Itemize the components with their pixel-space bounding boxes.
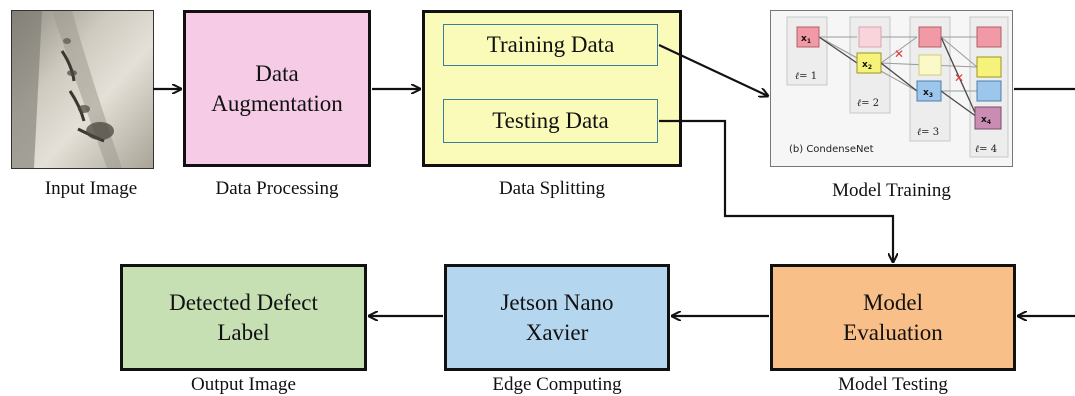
edge-computing-caption: Edge Computing: [492, 374, 622, 395]
condensenet-diagram: ✕ ✕ x1 x2 x3 x4 ℓ= 1 ℓ= 2 ℓ= 3 ℓ= 4 (b) …: [786, 16, 1009, 158]
svg-text:ℓ= 1: ℓ= 1: [795, 71, 817, 82]
edge-line2: Xavier: [525, 319, 589, 345]
data-augmentation-line1: Data: [255, 60, 299, 86]
data-augmentation-line2: Augmentation: [211, 90, 343, 116]
svg-text:x4: x4: [981, 115, 991, 126]
condensenet-figure: ✕ ✕ x1 x2 x3 x4 ℓ= 1 ℓ= 2 ℓ= 3 ℓ= 4 (b) …: [770, 10, 1013, 167]
evaluation-line2: Evaluation: [843, 319, 943, 345]
detected-defect-label-box: Detected Defect Label: [120, 264, 367, 371]
svg-text:x1: x1: [801, 34, 811, 45]
svg-text:✕: ✕: [954, 71, 964, 85]
model-evaluation-box: Model Evaluation: [770, 264, 1016, 371]
data-augmentation-box: Data Augmentation: [183, 10, 371, 167]
svg-text:ℓ= 3: ℓ= 3: [917, 127, 939, 138]
training-data-box: Training Data: [443, 24, 658, 66]
svg-text:x3: x3: [923, 88, 933, 99]
testing-data-box: Testing Data: [443, 99, 658, 143]
evaluation-line1: Model: [862, 289, 924, 315]
output-line1: Detected Defect: [169, 289, 318, 315]
input-image: [11, 10, 154, 169]
svg-text:✕: ✕: [894, 47, 904, 61]
edge-line1: Jetson Nano: [500, 289, 614, 315]
model-training-caption: Model Training: [832, 180, 951, 201]
svg-text:x2: x2: [862, 60, 872, 71]
crack-photo-graphic: [12, 11, 153, 168]
arrow-training-to-model: [658, 44, 768, 96]
arrow-testing-to-evaluation: [659, 119, 893, 262]
data-splitting-caption: Data Splitting: [498, 178, 606, 199]
model-testing-caption: Model Testing: [838, 374, 948, 395]
svg-text:ℓ= 4: ℓ= 4: [975, 144, 997, 155]
condensenet-label: (b) CondenseNet: [789, 144, 874, 155]
output-image-caption: Output Image: [190, 374, 296, 395]
input-image-caption: Input Image: [44, 178, 138, 199]
jetson-nano-xavier-box: Jetson Nano Xavier: [444, 264, 670, 371]
output-line2: Label: [217, 319, 270, 345]
data-processing-caption: Data Processing: [215, 178, 339, 199]
svg-text:ℓ= 2: ℓ= 2: [857, 98, 879, 109]
